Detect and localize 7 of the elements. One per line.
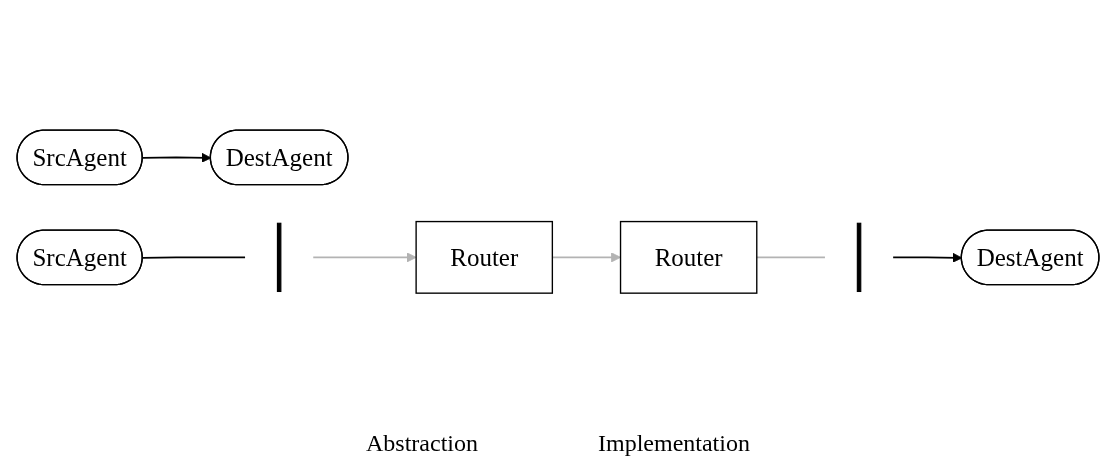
node-box: Router xyxy=(415,221,554,295)
node-box: Router xyxy=(619,221,758,295)
diagram-label: Abstraction xyxy=(366,430,478,457)
arrow xyxy=(312,252,417,263)
node-bar xyxy=(856,223,862,293)
diagram-label: Implementation xyxy=(598,430,750,457)
node-bar xyxy=(276,223,282,293)
